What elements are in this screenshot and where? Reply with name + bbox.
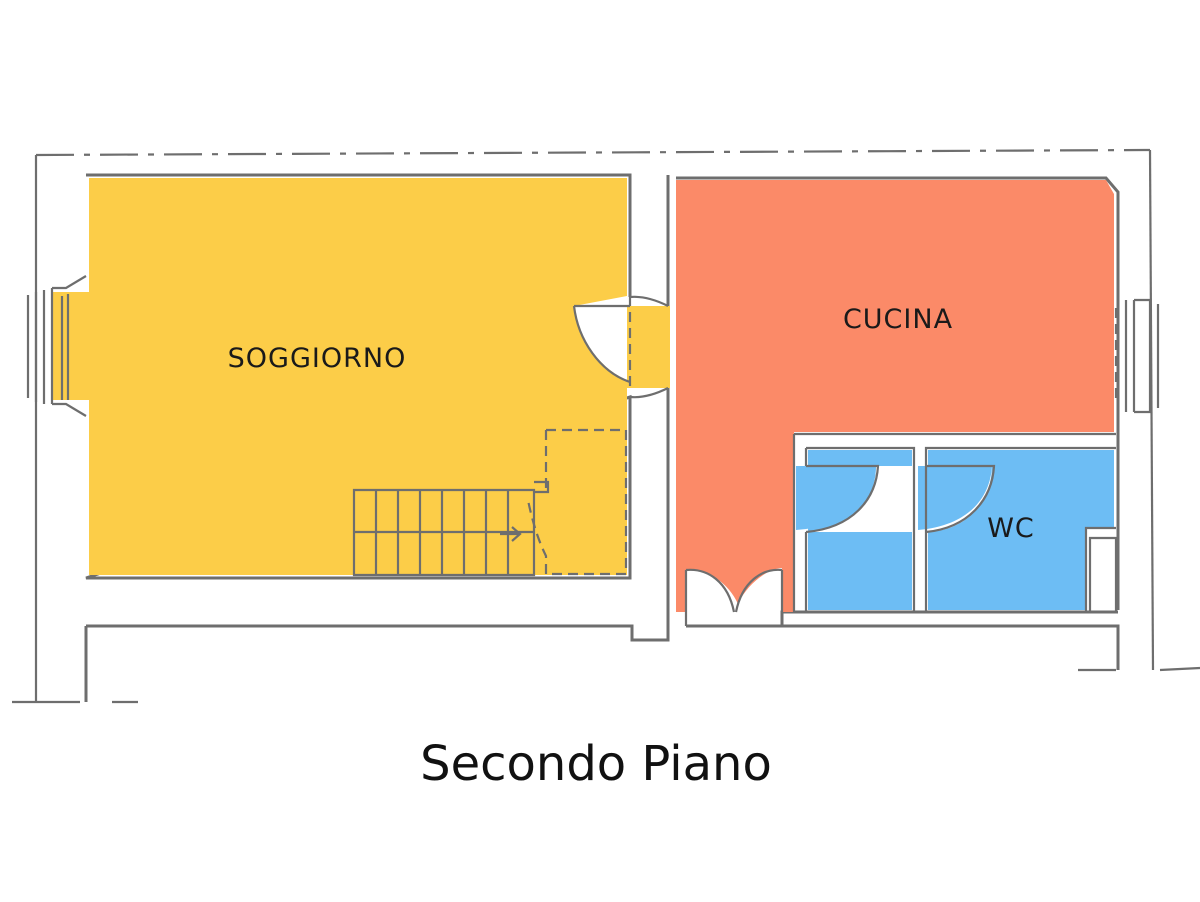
entrance-door (684, 568, 784, 626)
staircase (352, 428, 628, 577)
room-fill-soggiorno-ext (52, 292, 89, 400)
room-fill-soggiorno (89, 178, 627, 575)
window-right (1114, 298, 1160, 414)
room-label-wc: WC (987, 513, 1035, 544)
door-threshold-fill (627, 306, 670, 388)
door-soggiorno-cucina (572, 295, 670, 399)
room-fill-wc-main (928, 450, 1114, 610)
room-label-cucina: CUCINA (843, 304, 953, 335)
room-fill-wc-door (796, 466, 876, 530)
room-fill-wc-door2 (918, 466, 992, 530)
property-boundary-line (12, 148, 1200, 704)
room-fill-cucina (676, 180, 1114, 612)
room-wc: WC (796, 446, 1118, 614)
room-label-soggiorno: SOGGIORNO (228, 343, 407, 374)
floor-caption: Secondo Piano (420, 736, 772, 792)
room-soggiorno: SOGGIORNO (52, 178, 627, 575)
window-left (26, 275, 87, 417)
room-cucina: CUCINA (676, 180, 1116, 612)
